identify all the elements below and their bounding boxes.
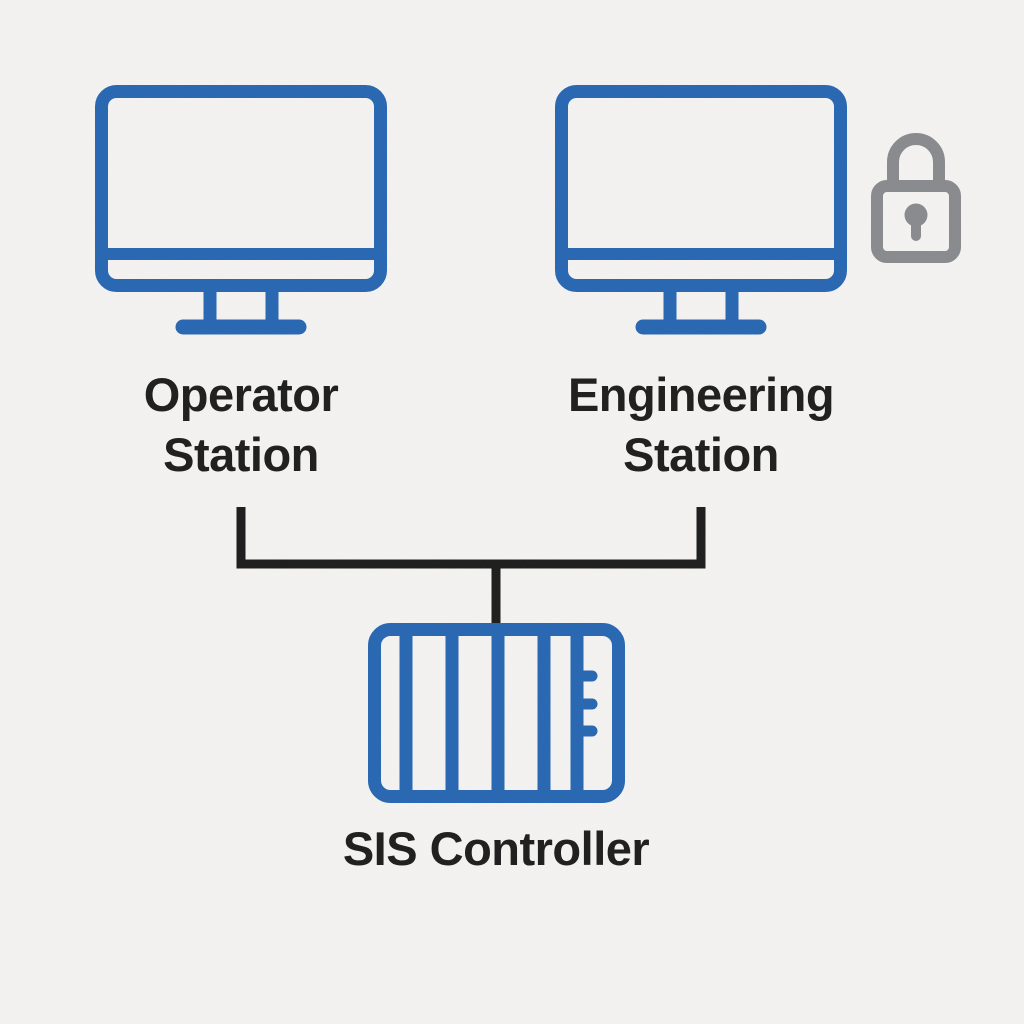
plc-controller-icon bbox=[368, 623, 625, 803]
node-operator-station bbox=[95, 85, 387, 340]
desktop-monitor-icon bbox=[95, 85, 387, 335]
node-sis-controller bbox=[368, 623, 625, 808]
label-operator-station: Operator Station bbox=[143, 368, 339, 481]
padlock-icon bbox=[871, 133, 961, 263]
node-engineering-station bbox=[555, 85, 847, 340]
label-sis-controller: SIS Controller bbox=[342, 822, 650, 875]
label-engineering-station: Engineering Station bbox=[567, 368, 835, 481]
desktop-monitor-icon bbox=[555, 85, 847, 335]
bus-line bbox=[236, 507, 706, 569]
